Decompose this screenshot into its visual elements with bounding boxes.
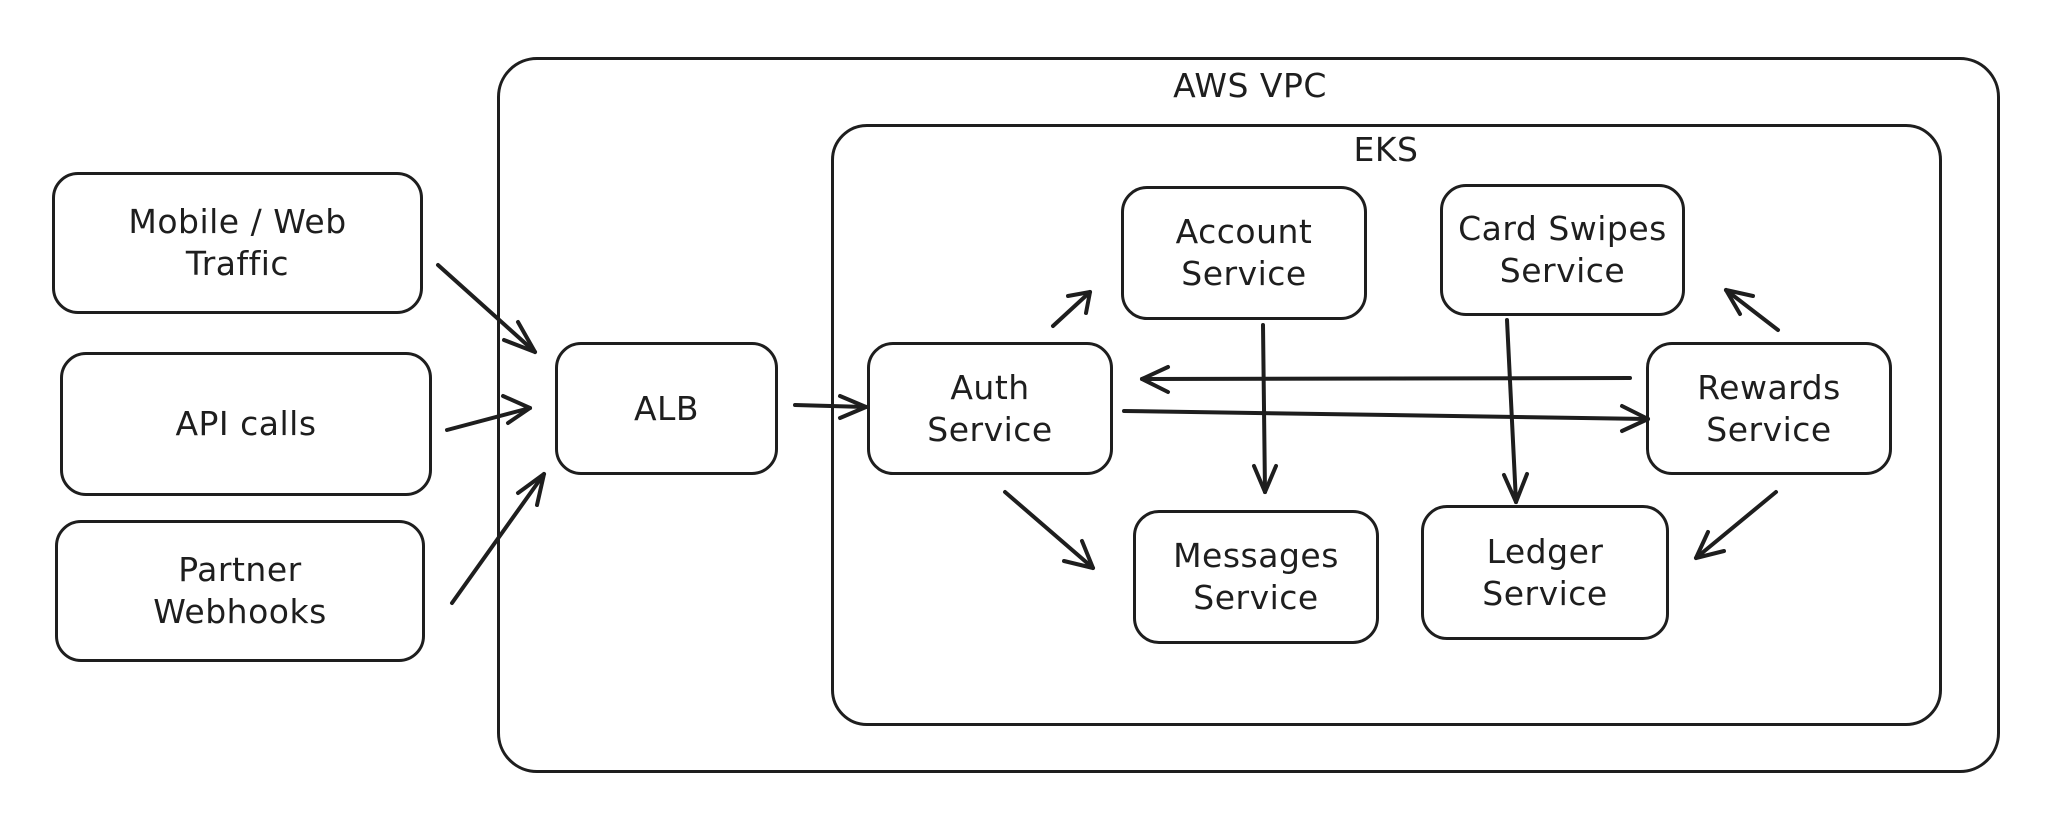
card-swipes-service-label: Card Swipes Service [1458,209,1667,290]
auth-service-label: Auth Service [927,367,1053,449]
eks-title: EKS [1353,130,1419,169]
ledger-service-label: Ledger Service [1482,531,1608,613]
ledger-service-box[interactable]: Ledger Service [1421,505,1669,640]
eks-container [831,124,1942,726]
arrow-mobile-to-alb [436,263,537,354]
arrow-cardswipes-to-ledger [1502,318,1529,504]
arrow-auth-to-account [1051,290,1092,328]
account-service-box[interactable]: Account Service [1121,186,1367,320]
messages-service-label: Messages Service [1173,536,1339,617]
rewards-service-label: Rewards Service [1697,367,1841,449]
mobile-web-traffic-label: Mobile / Web Traffic [128,202,347,283]
auth-service-box[interactable]: Auth Service [867,342,1113,475]
partner-webhooks-label: Partner Webhooks [153,550,327,631]
arrow-alb-to-auth [793,394,868,420]
aws-vpc-title: AWS VPC [1173,66,1327,105]
arrow-account-to-messages [1252,323,1278,494]
arrow-api-to-alb [445,394,532,432]
arrow-auth-to-rewards [1122,404,1650,433]
arrow-auth-to-messages [1003,490,1095,570]
arrow-rewards-to-cardswipes [1724,288,1780,332]
card-swipes-service-box[interactable]: Card Swipes Service [1440,184,1685,316]
api-calls-label: API calls [175,404,317,443]
alb-box[interactable]: ALB [555,342,778,475]
arrow-partner-to-alb [450,472,546,605]
mobile-web-traffic-box[interactable]: Mobile / Web Traffic [52,172,423,314]
partner-webhooks-box[interactable]: Partner Webhooks [55,520,425,662]
arrow-rewards-to-auth [1140,365,1632,394]
arrow-rewards-to-ledger [1694,490,1778,560]
messages-service-box[interactable]: Messages Service [1133,510,1379,644]
account-service-label: Account Service [1175,212,1313,293]
api-calls-box[interactable]: API calls [60,352,432,496]
rewards-service-box[interactable]: Rewards Service [1646,342,1892,475]
alb-label: ALB [633,388,700,428]
